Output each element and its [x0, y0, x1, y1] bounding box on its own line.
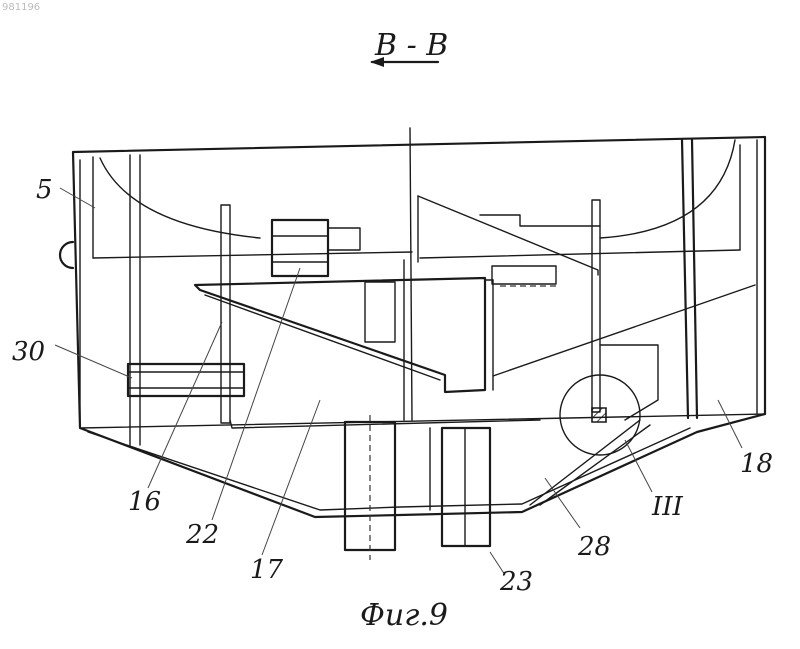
- leader-30: [55, 345, 132, 378]
- callout-5: 5: [36, 175, 53, 205]
- section-title: B - B: [374, 28, 448, 63]
- callout-30: 30: [12, 337, 45, 367]
- callout-17: 17: [250, 555, 284, 585]
- vertical-rods: [130, 128, 697, 445]
- housing: [60, 137, 765, 517]
- rod-right-1: [682, 140, 688, 418]
- upper-chamber: [93, 140, 740, 258]
- rod-right-2: [692, 140, 697, 418]
- callout-22: 22: [185, 520, 219, 550]
- housing-outline: [73, 137, 765, 517]
- leader-18: [718, 400, 742, 448]
- detail-iii: [530, 375, 650, 505]
- callout-labels: 5 30 16 22 17 23 28 III 18: [12, 175, 773, 597]
- bottom-outlets: [345, 415, 490, 560]
- section-title-group: B - B: [370, 28, 448, 67]
- leader-22: [212, 268, 300, 520]
- coupling-side-plate: [328, 228, 360, 250]
- right-lower-slope: [493, 285, 755, 376]
- outlet-right: [442, 428, 490, 546]
- callout-16: 16: [128, 487, 161, 517]
- right-hopper: [418, 196, 755, 420]
- rod-16: [221, 205, 230, 423]
- right-bracket: [600, 345, 658, 420]
- chamber-right-base: [420, 250, 740, 258]
- plate-28-slope: [530, 420, 640, 505]
- plate-28-slope-2: [540, 425, 650, 505]
- figure-caption: Фиг.9: [360, 598, 448, 633]
- upper-coupling: [272, 220, 360, 276]
- sloped-chute: [195, 278, 540, 428]
- housing-floor-line: [80, 414, 765, 428]
- leader-iii: [625, 440, 652, 492]
- chamber-left-arc: [100, 158, 260, 238]
- detail-core: [592, 408, 606, 422]
- callout-iii: III: [651, 492, 684, 522]
- housing-bottom-inner-line: [88, 428, 690, 510]
- hopper-rail: [480, 215, 600, 226]
- callout-23: 23: [499, 567, 533, 597]
- chamber-base-line: [93, 252, 412, 258]
- callout-28: 28: [577, 532, 611, 562]
- callout-18: 18: [740, 449, 773, 479]
- leader-5: [60, 188, 95, 208]
- chute-outline: [195, 278, 485, 392]
- side-knob: [60, 242, 73, 268]
- chute-inner-slope: [205, 295, 440, 380]
- corner-mark: 981196: [2, 2, 40, 13]
- rod-right-inner: [592, 200, 600, 412]
- chamber-right-arc: [600, 140, 735, 238]
- roller-body: [128, 364, 244, 396]
- hopper-small-block: [492, 266, 556, 284]
- roller-30: [128, 364, 244, 396]
- leader-16: [148, 322, 222, 488]
- chute-inner-block: [365, 282, 395, 342]
- coupling-block: [272, 220, 328, 276]
- hopper-upper-slope: [418, 196, 598, 275]
- center-shaft-line: [410, 128, 412, 420]
